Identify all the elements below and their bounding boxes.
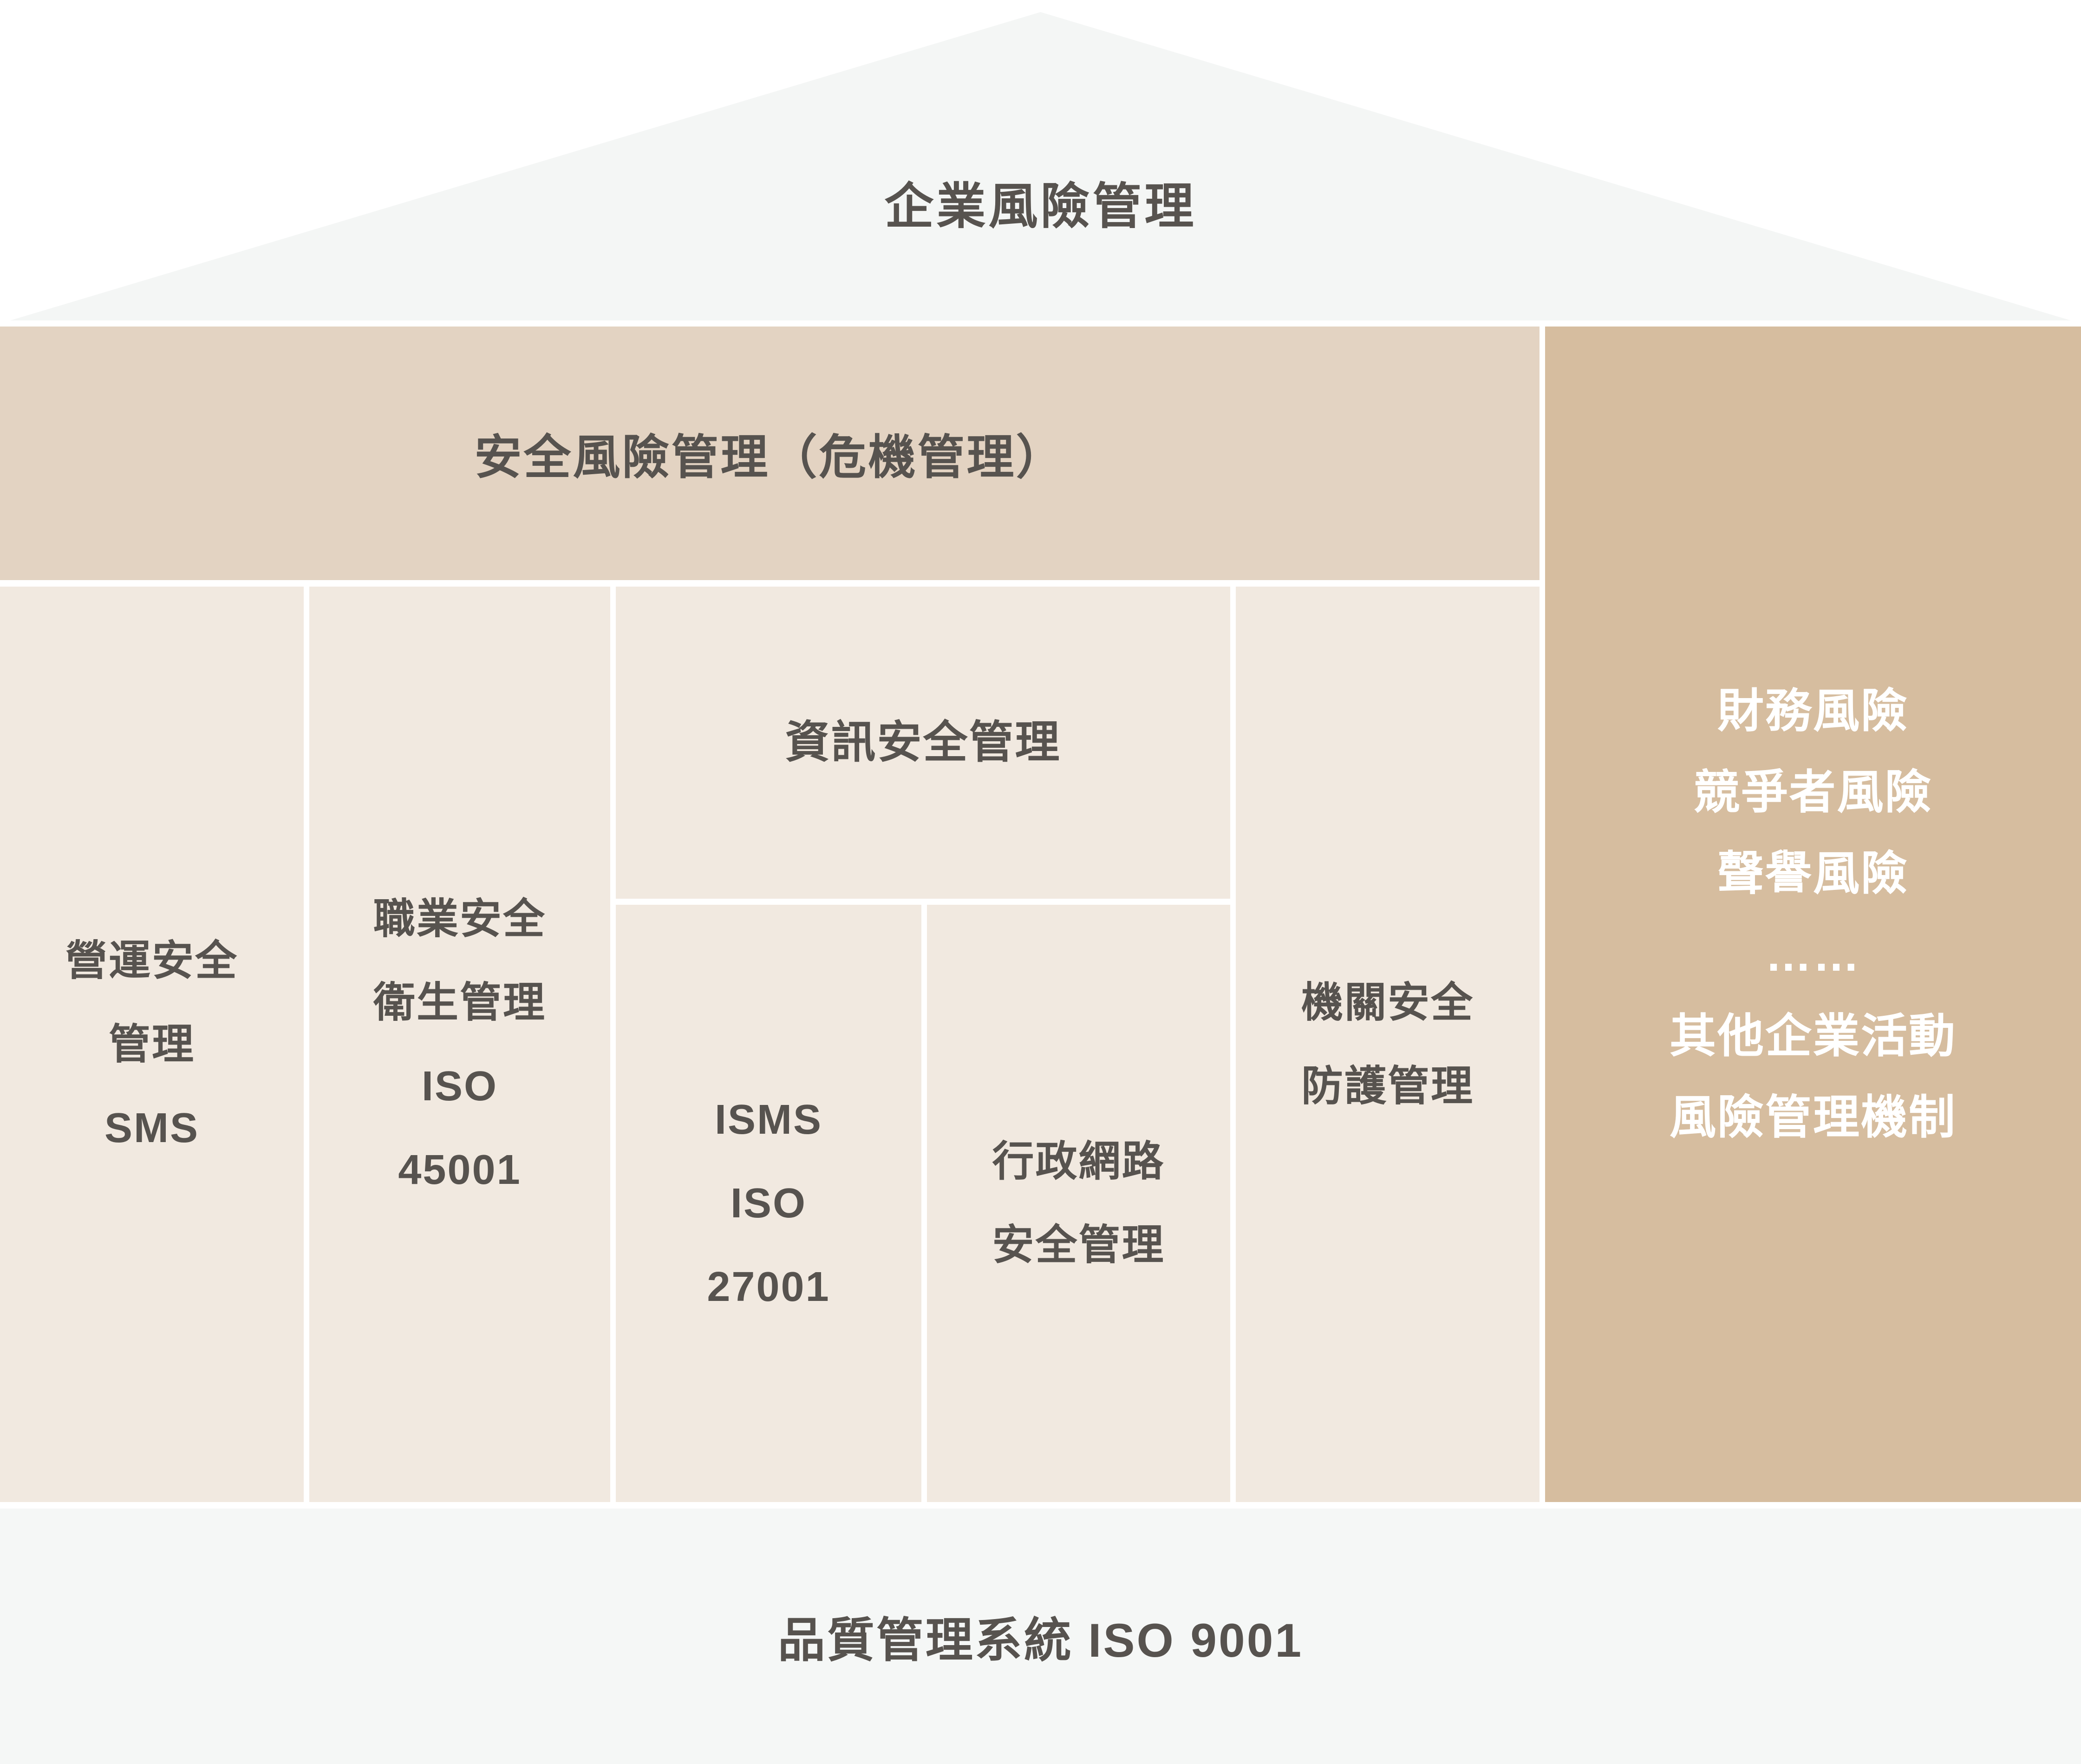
other-risks-column: 財務風險 競爭者風險 聲譽風險 …… 其他企業活動 風險管理機制 [1545,327,2081,1502]
cell-isms-text: ISMS ISO 27001 [707,1097,830,1310]
cell-admin-network-security: 行政網路 安全管理 [927,905,1230,1502]
quality-system-band: 品質管理系統 ISO 9001 [0,1509,2081,1764]
cell-operation-safety-text: 營運安全 管理 SMS [65,937,238,1151]
cell-facility-security: 機關安全 防護管理 [1236,587,1540,1502]
roof-title: 企業風險管理 [884,179,1197,234]
safety-risk-band: 安全風險管理（危機管理） [0,327,1540,580]
cell-information-security-header: 資訊安全管理 [616,587,1230,899]
safety-risk-band-label: 安全風險管理（危機管理） [474,431,1065,484]
cell-facility-security-text: 機關安全 防護管理 [1301,979,1474,1110]
cell-occupational-safety: 職業安全 衛生管理 ISO 45001 [309,587,610,1502]
quality-system-label: 品質管理系統 ISO 9001 [777,1614,1304,1667]
cell-occupational-safety-text: 職業安全 衛生管理 ISO 45001 [373,895,546,1193]
ellipsis-dots: …… [1765,928,1861,981]
other-risks-text: 財務風險 競爭者風險 聲譽風險 …… 其他企業活動 風險管理機制 [1670,685,1957,1143]
information-security-label: 資訊安全管理 [785,718,1061,767]
cell-operation-safety: 營運安全 管理 SMS [0,587,304,1502]
cell-admin-network-security-text: 行政網路 安全管理 [992,1138,1165,1268]
cell-isms: ISMS ISO 27001 [616,905,921,1502]
